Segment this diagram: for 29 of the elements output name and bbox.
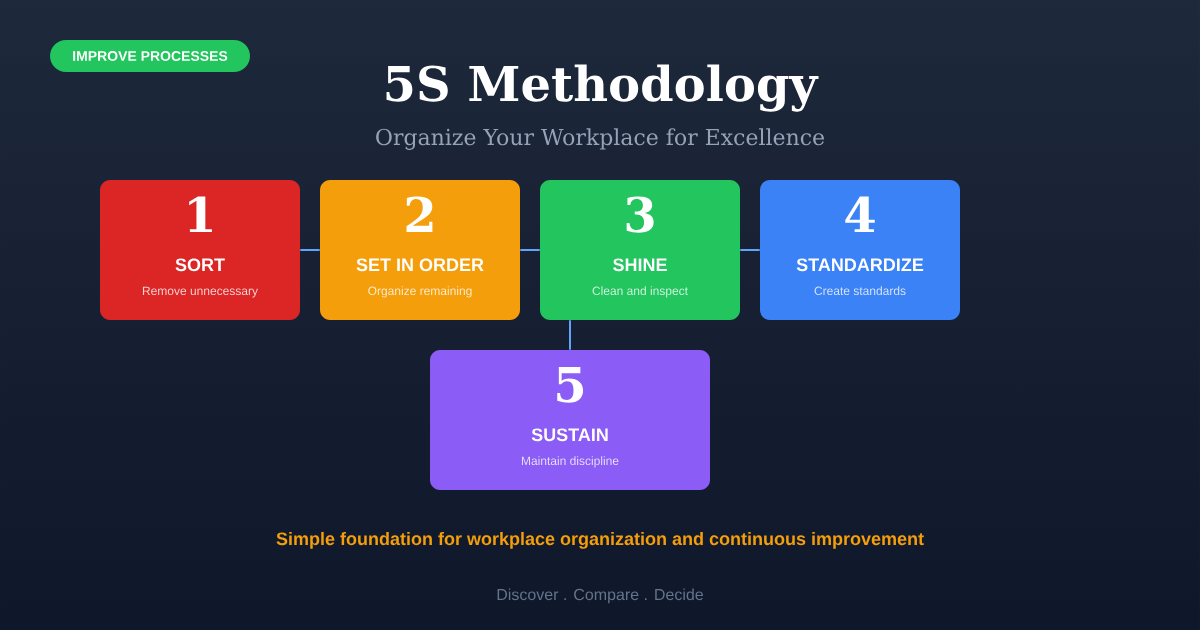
connector-line [739,249,761,251]
footer-text: Discover . Compare . Decide [497,588,703,604]
step-number: 5 [557,367,584,403]
step-title: SET IN ORDER [356,258,484,272]
step-description: Maintain discipline [521,456,619,468]
step-description: Remove unnecessary [142,286,258,298]
connector-line [299,249,321,251]
step-card [760,180,960,320]
step-description: Create standards [814,286,906,296]
step-description: Clean and inspect [592,286,688,298]
step-card [320,180,520,320]
step-number: 2 [406,196,433,232]
step-number: 3 [626,196,654,233]
title: 5S Methodology [386,64,819,112]
step-number: 4 [845,196,875,232]
step-title: SUSTAIN [531,428,608,442]
step-description: Organize remaining [368,286,472,298]
step-title: SHINE [613,258,667,272]
badge: IMPROVE PROCESSES [50,40,250,72]
tagline: Simple foundation for workplace organization and continuous improvement [276,531,924,549]
step-number: 1 [189,196,212,232]
step-title: SORT [175,258,225,272]
step-card [430,350,710,490]
subtitle: Organize Your Workplace for Excellence [376,128,824,150]
connector-line [569,319,571,351]
step-title: STANDARDIZE [796,258,924,272]
connector-line [519,249,541,251]
step-card [540,180,740,320]
step-card [100,180,300,320]
